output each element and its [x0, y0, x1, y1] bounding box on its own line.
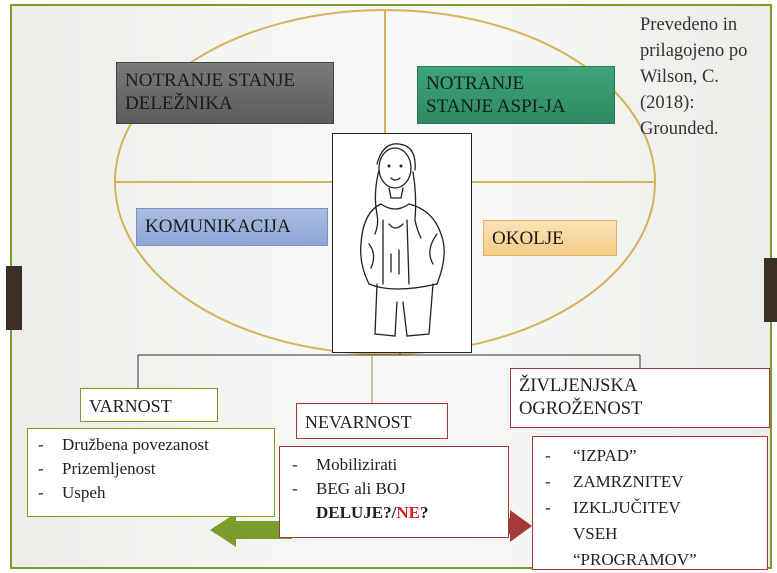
list-item: “IZPAD” — [539, 443, 761, 469]
left-arrow — [210, 513, 292, 547]
list-item: Družbena povezanost — [32, 433, 270, 457]
girl-sketch-icon — [360, 143, 445, 337]
person-illustration — [332, 133, 472, 353]
list-item-continuation: “PROGRAMOV” — [573, 550, 697, 569]
quadrant-komunikacija: KOMUNIKACIJA — [136, 208, 328, 246]
quadrant-aspi: NOTRANJE STANJE ASPI-JA — [417, 66, 615, 124]
list-item: Uspeh — [32, 481, 270, 505]
list-item: ZAMRZNITEV — [539, 469, 761, 495]
list-item: Prizemljenost — [32, 457, 270, 481]
list-item: Mobilizirati — [286, 453, 502, 477]
list-item: BEG ali BOJ — [286, 477, 502, 501]
citation: Prevedeno in prilagojeno po Wilson, C. (… — [640, 15, 748, 139]
left-edge-tab[interactable] — [6, 266, 22, 330]
branch-nevarnost: NEVARNOST — [296, 403, 448, 439]
quadrant-deleznik: NOTRANJE STANJE DELEŽNIKA — [116, 62, 334, 124]
branch-zivljenjska-ogrozenost: ŽIVLJENJSKA OGROŽENOST — [510, 368, 770, 428]
quadrant-okolje: OKOLJE — [483, 220, 617, 256]
deluje-question: DELUJE?/NE? — [316, 503, 429, 522]
nevarnost-list: Mobilizirati BEG ali BOJ DELUJE?/NE? — [279, 446, 509, 538]
list-item: IZKLJUČITEV — [539, 495, 761, 521]
list-item-continuation: VSEH — [573, 524, 618, 543]
branch-varnost: VARNOST — [80, 388, 218, 422]
right-edge-tab[interactable] — [764, 258, 777, 322]
varnost-list: Družbena povezanost Prizemljenost Uspeh — [27, 428, 275, 517]
ogrozenost-list: “IZPAD” ZAMRZNITEV IZKLJUČITEV VSEH “PRO… — [532, 436, 768, 570]
